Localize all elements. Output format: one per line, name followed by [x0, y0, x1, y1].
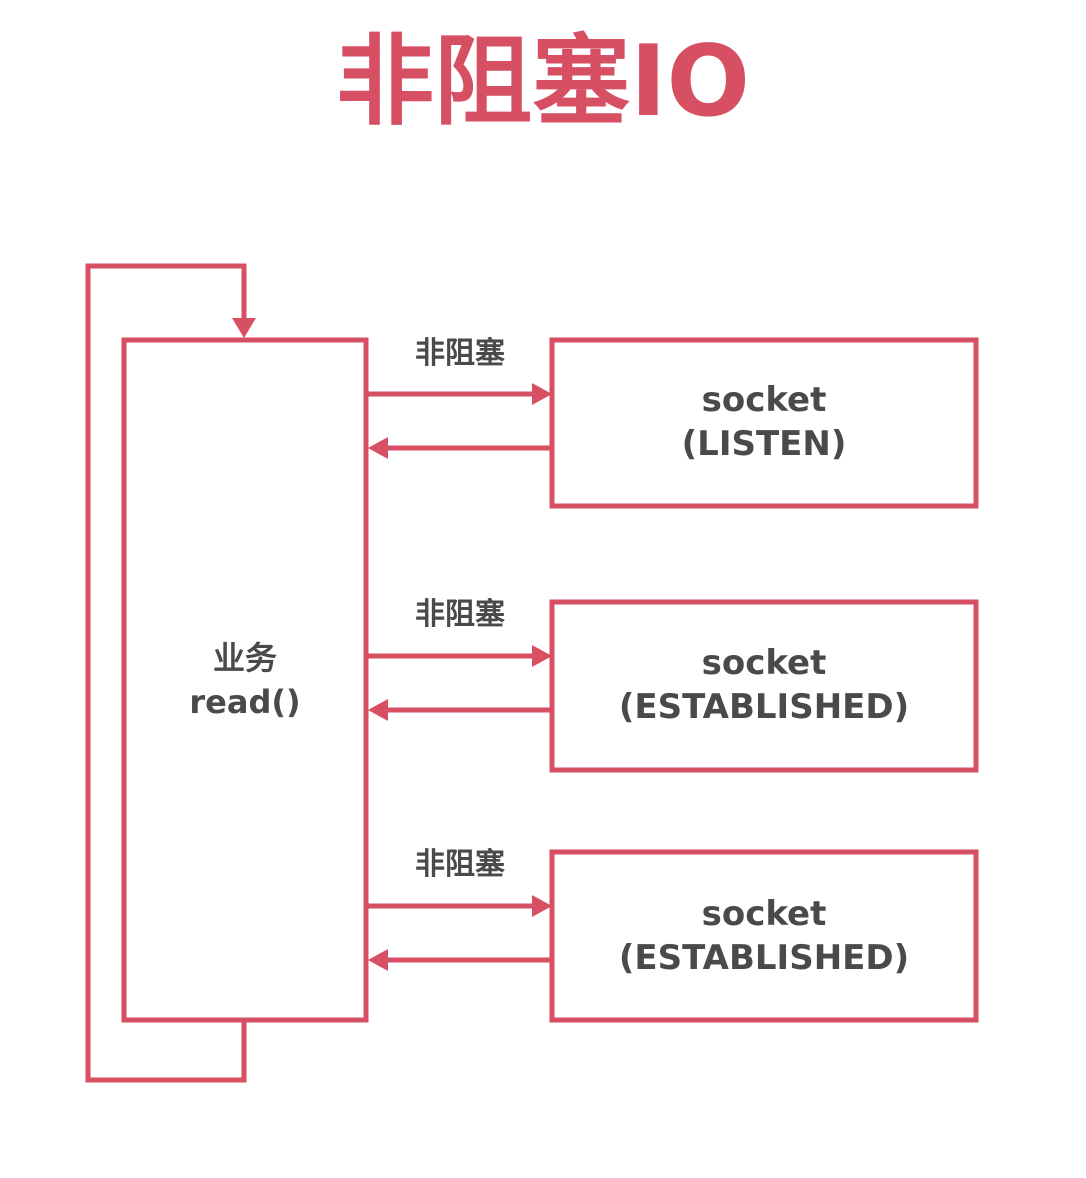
- response-arrowhead-1: [368, 437, 388, 459]
- socket-established-text-2: socket (ESTABLISHED): [550, 892, 978, 980]
- nonblocking-label-1: 非阻塞: [415, 336, 505, 371]
- socket-name: socket: [701, 643, 827, 683]
- response-arrowhead-3: [368, 949, 388, 971]
- nonblocking-label-2: 非阻塞: [415, 597, 505, 632]
- socket-listen-text: socket (LISTEN): [550, 378, 978, 466]
- nonblocking-label-3: 非阻塞: [415, 847, 505, 882]
- socket-state: (ESTABLISHED): [618, 938, 910, 978]
- socket-state: (LISTEN): [681, 424, 847, 464]
- request-arrowhead-3: [532, 895, 552, 917]
- socket-state: (ESTABLISHED): [618, 687, 910, 727]
- socket-name: socket: [701, 380, 827, 420]
- request-arrowhead-2: [532, 645, 552, 667]
- socket-listen-box: [549, 337, 979, 509]
- business-label: 业务: [212, 639, 277, 677]
- page-title: 非阻塞IO: [336, 25, 750, 139]
- request-arrowhead-1: [532, 383, 552, 405]
- loop-line: [85, 263, 247, 1083]
- response-arrowhead-2: [368, 699, 388, 721]
- business-box-text: 业务 read(): [123, 636, 367, 724]
- read-call-label: read(): [189, 683, 301, 721]
- business-box: [121, 337, 369, 1023]
- loop-arrowhead: [232, 318, 256, 338]
- socket-established-text-1: socket (ESTABLISHED): [550, 641, 978, 729]
- socket-established-box-2: [549, 849, 979, 1023]
- socket-name: socket: [701, 894, 827, 934]
- socket-established-box-1: [549, 599, 979, 773]
